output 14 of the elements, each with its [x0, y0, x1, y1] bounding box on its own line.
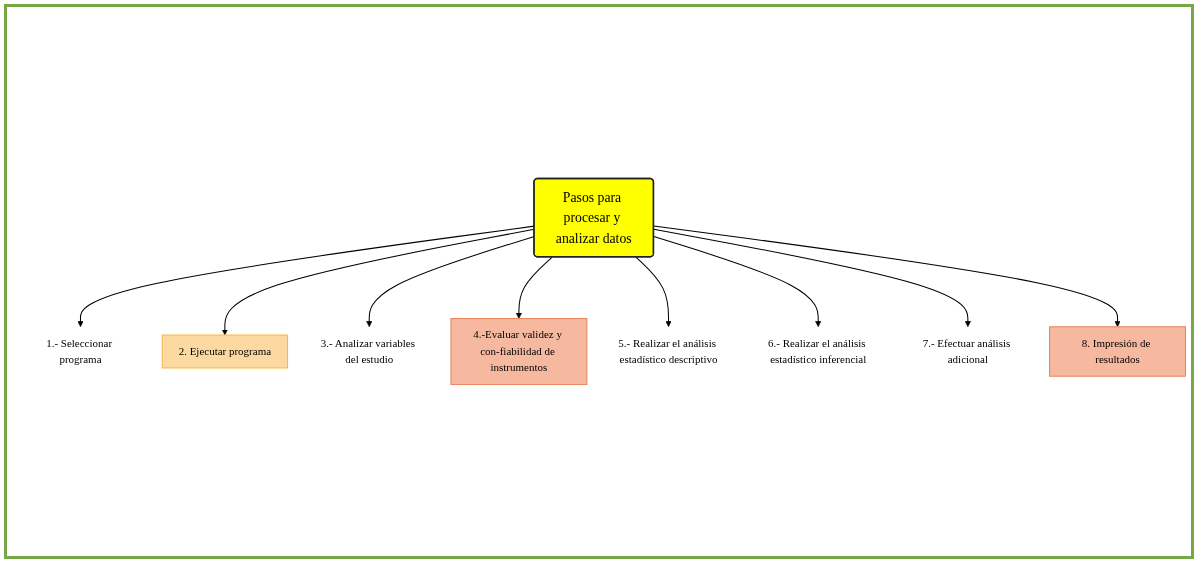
node-text: 5.- Realizar el análisis estadístico descriptivo: [618, 337, 718, 366]
node-text: 3.- Analizar variables del estudio: [320, 337, 415, 366]
node-text: 6.- Realizar el análisis estadístico inferencial: [768, 337, 867, 366]
node-box: [161, 334, 289, 369]
frame-border: Pasos para procesar y analizar datos 1.- Seleccionar programa 2. Ejecutar programa 3.- Analizar variables del estudio 4.-Evaluar validez y con-fiabilidad de instrumentos 5.- Realizar el análisis estadístico descriptivo 6.- Realizar el análisis estadístico inferencial 7.- Efectuar análisis adicional 8. Impresión de resultados: [4, 4, 1194, 559]
arrow: [653, 228, 971, 328]
arrow: [653, 225, 1121, 328]
node-text: 1.- Seleccionar programa: [46, 337, 113, 366]
node-text: 7.- Efectuar análisis adicional: [922, 337, 1011, 366]
arrow: [635, 256, 672, 328]
arrow: [653, 236, 822, 328]
arrow: [515, 256, 553, 319]
node-box: [450, 318, 588, 385]
node-box: [1049, 326, 1186, 377]
